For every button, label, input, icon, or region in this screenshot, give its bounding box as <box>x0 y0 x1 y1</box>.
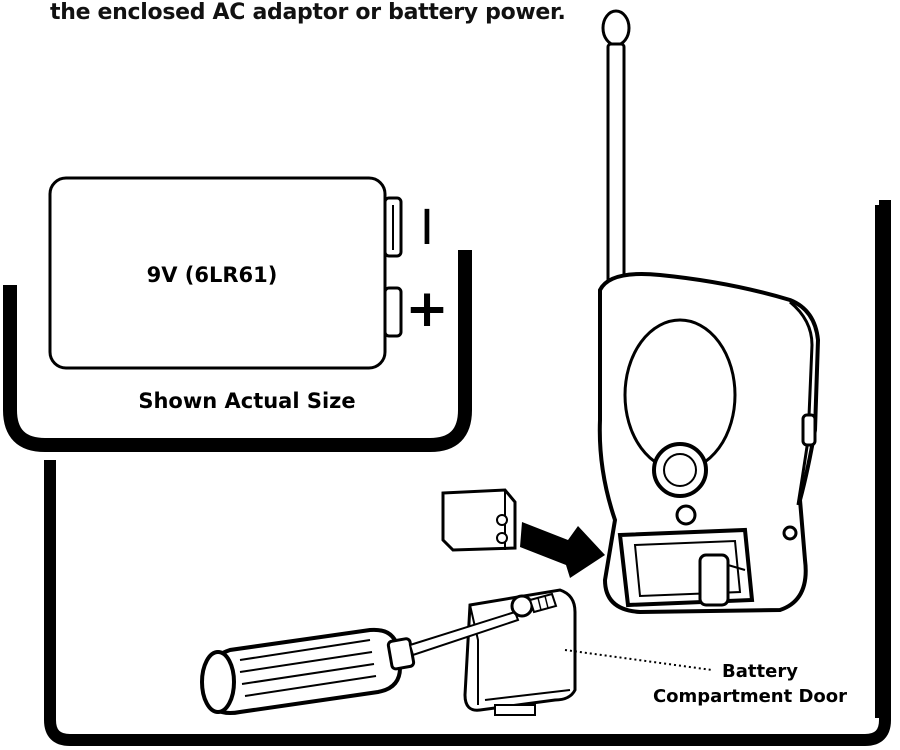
walkie-talkie-icon <box>597 9 821 615</box>
negative-terminal-symbol: I <box>420 200 434 256</box>
battery-caption: Shown Actual Size <box>138 389 355 413</box>
arrow-right-icon <box>520 522 605 578</box>
instruction-text: the enclosed AC adaptor or battery power… <box>50 0 566 25</box>
9v-battery-icon <box>48 176 403 370</box>
screwdriver-icon <box>200 592 558 715</box>
callout-label-line1: Battery <box>722 661 798 682</box>
callout-leader-line <box>564 649 713 671</box>
callout-label-line2: Compartment Door <box>653 686 847 707</box>
outer-frame <box>44 200 891 746</box>
positive-terminal-symbol: + <box>405 279 449 339</box>
loose-battery-icon <box>441 488 517 552</box>
battery-label: 9V (6LR61) <box>147 263 278 287</box>
